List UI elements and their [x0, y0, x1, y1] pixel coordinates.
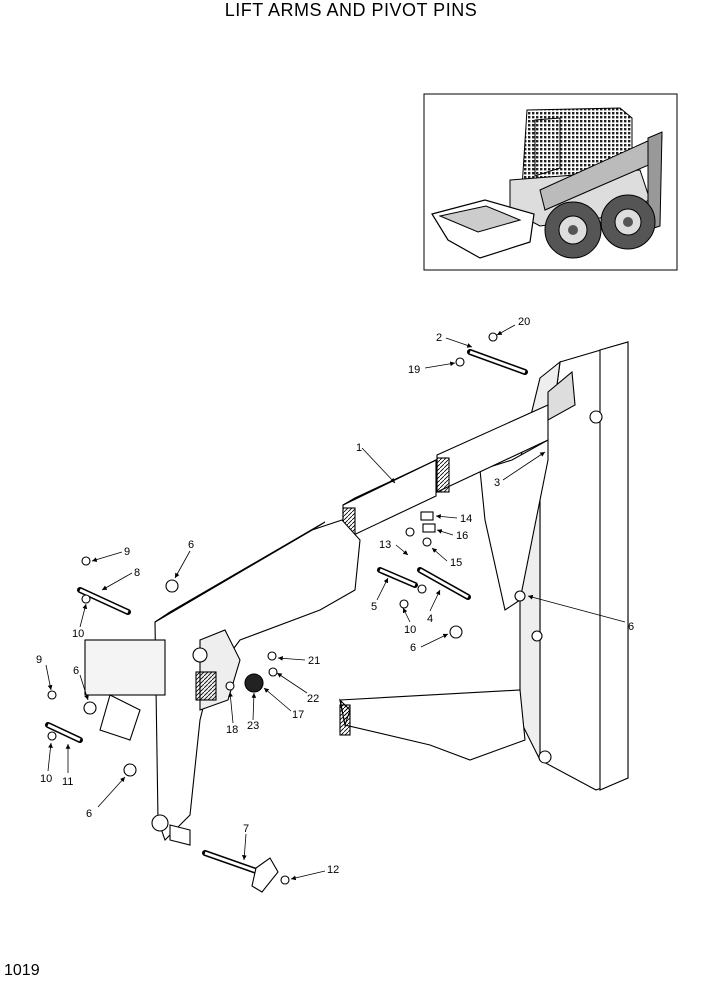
callout-4: 4 [427, 613, 433, 625]
callout-11: 11 [62, 776, 73, 788]
callout-6-left: 6 [73, 665, 79, 677]
callout-21: 21 [308, 655, 320, 667]
callout-14: 14 [460, 513, 472, 525]
callout-9-top: 9 [124, 546, 130, 558]
callout-19: 19 [408, 364, 420, 376]
page-number: 1019 [4, 962, 40, 979]
callout-16: 16 [456, 530, 468, 542]
callout-leaders [45, 324, 626, 881]
callout-18: 18 [226, 724, 238, 736]
callout-10-bottom: 10 [40, 773, 52, 785]
lift-arm-assembly [45, 332, 629, 893]
callout-6-right: 6 [628, 621, 634, 633]
machine-inset [423, 93, 678, 271]
callout-6-mid: 6 [410, 642, 416, 654]
callout-6-bottom: 6 [86, 808, 92, 820]
callout-2: 2 [436, 332, 442, 344]
page-title: LIFT ARMS AND PIVOT PINS [224, 0, 478, 20]
callout-6-top: 6 [188, 539, 194, 551]
callout-3: 3 [494, 477, 500, 489]
callout-12: 12 [327, 864, 339, 876]
callout-13: 13 [379, 539, 391, 551]
callout-1: 1 [356, 442, 362, 454]
callout-labels: 20 2 19 1 3 14 16 13 15 9 6 8 5 4 10 10 … [36, 316, 634, 876]
callout-10-mid: 10 [404, 624, 416, 636]
callout-23: 23 [247, 720, 259, 732]
callout-17: 17 [292, 709, 304, 721]
callout-10-left: 10 [72, 628, 84, 640]
callout-22: 22 [307, 693, 319, 705]
callout-9-left: 9 [36, 654, 42, 666]
callout-7: 7 [243, 823, 249, 835]
callout-8: 8 [134, 567, 140, 579]
callout-20: 20 [518, 316, 530, 328]
callout-5: 5 [371, 601, 377, 613]
callout-15: 15 [450, 557, 462, 569]
